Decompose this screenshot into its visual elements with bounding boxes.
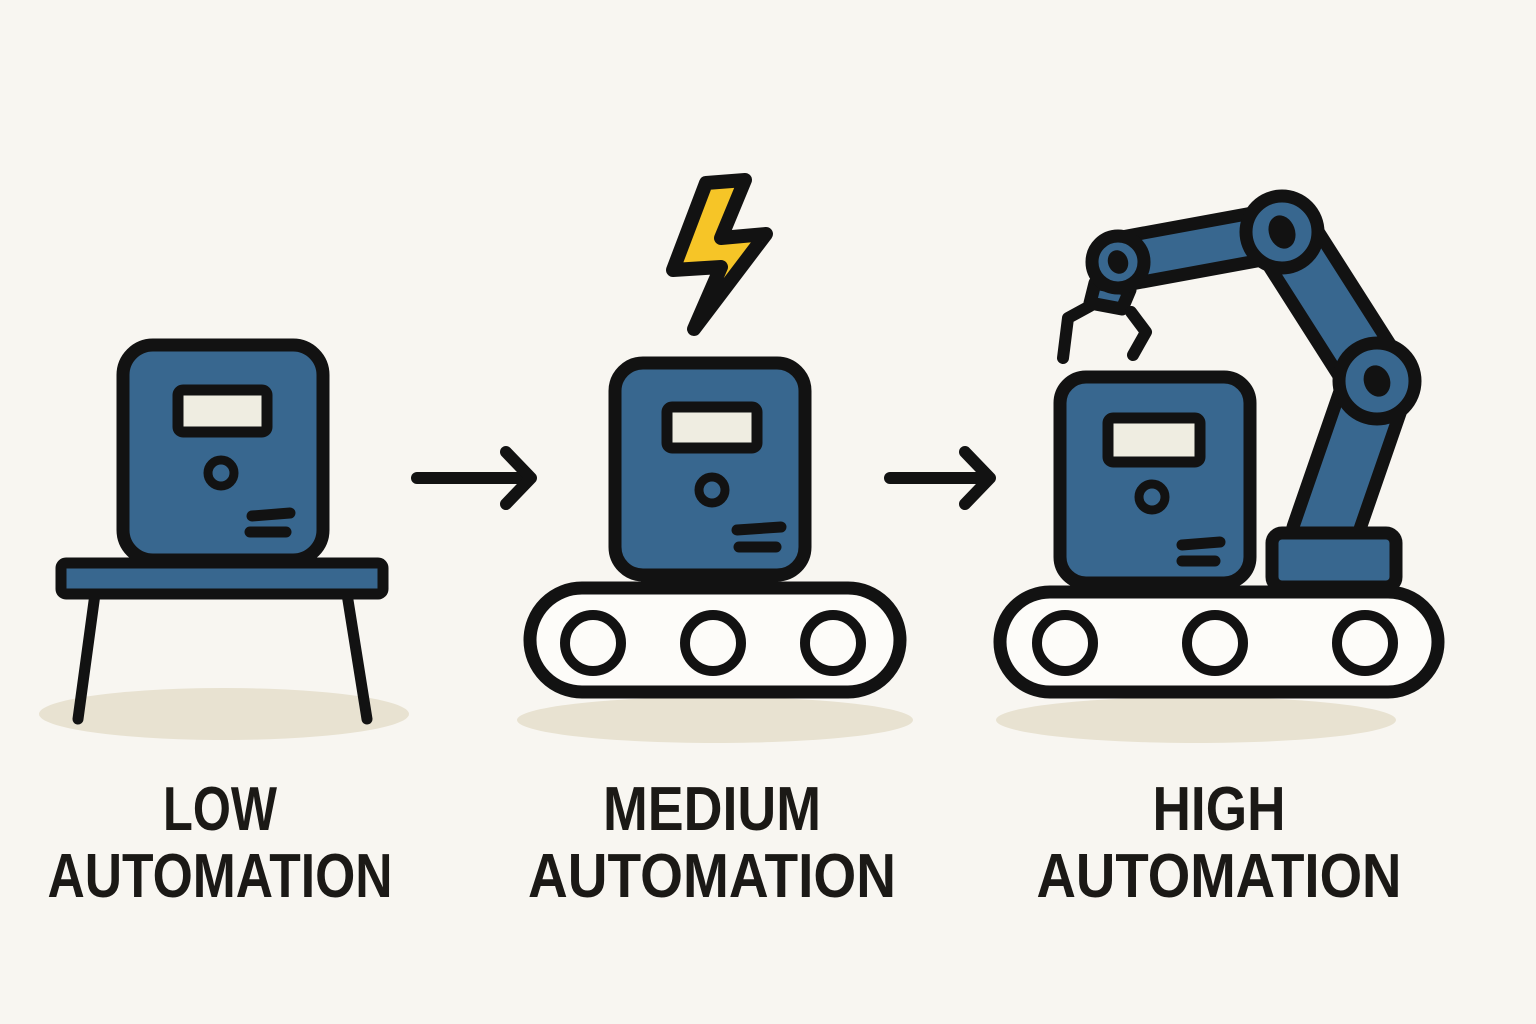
ground-shadow [39,688,409,740]
lightning-bolt-icon [666,173,773,336]
gripper-claw-left [1057,300,1096,364]
conveyor-roller-3 [800,610,866,676]
stage-label-medium-line1: MEDIUM [603,775,821,844]
conveyor-roller-3 [1332,610,1398,676]
table-leg-left [72,588,101,725]
conveyor-belt-icon [993,585,1445,699]
stage-label-high-line1: HIGH [1153,775,1286,844]
robot-arm-base [1265,526,1403,594]
right-arrow-icon-2 [884,446,996,510]
conveyor-roller-1 [1032,610,1098,676]
stage-labels: LOW AUTOMATION MEDIUM AUTOMATION HIGH AU… [48,775,1402,911]
machine-knob [694,472,730,508]
machine-vent-line-1 [246,507,296,522]
machine-vent-line-1 [1176,536,1226,551]
stage-medium-automation [517,173,913,743]
machine-on-table-icon [116,338,330,570]
table-icon [72,588,373,725]
machine-display-panel [1102,412,1206,468]
arrow-head [500,446,537,510]
machine-knob [203,455,239,491]
arrow-head [959,446,996,510]
machine-display-panel [661,401,763,454]
machine-body-icon [1053,370,1257,590]
conveyor-roller-2 [680,610,746,676]
machine-body [116,338,330,567]
stage-label-medium-line2: AUTOMATION [528,842,896,911]
stage-high-automation [993,189,1445,743]
table-leg-right [341,588,373,725]
stage-low-automation [39,338,409,740]
table-top [55,557,389,600]
conveyor-roller-2 [1182,610,1248,676]
right-arrow-icon-1 [411,446,537,510]
stage-label-low-line2: AUTOMATION [48,842,393,911]
shoulder-joint-center [1268,215,1296,249]
ground-shadow [517,697,913,743]
wrist-joint-center [1107,250,1129,274]
machine-vent-line-1 [731,521,787,536]
conveyor-belt-icon [523,581,907,699]
machine-knob [1134,479,1170,515]
stage-label-high-line2: AUTOMATION [1037,842,1402,911]
machine-display-panel [172,384,273,438]
stage-label-low-line1: LOW [163,775,277,844]
elbow-joint-center [1363,365,1391,397]
gripper-claw-right [1125,306,1152,361]
conveyor-roller-1 [560,610,626,676]
machine-on-conveyor-icon [608,356,812,590]
robot-arm-icon [1057,189,1422,594]
ground-shadow [996,697,1396,743]
